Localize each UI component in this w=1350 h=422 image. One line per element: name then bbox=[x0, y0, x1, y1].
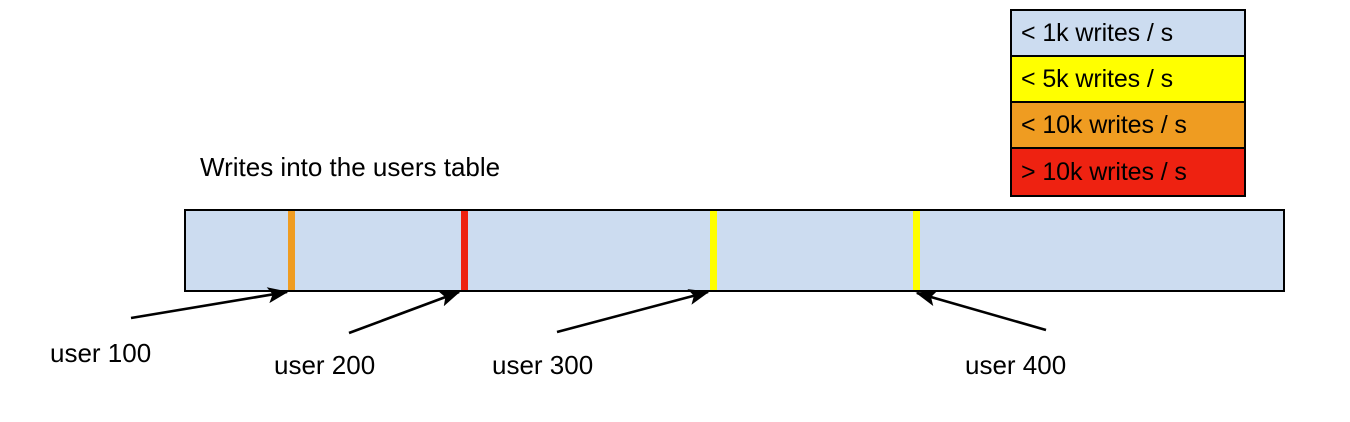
arrow-user-400 bbox=[915, 290, 1047, 332]
legend-label-over-10k: > 10k writes / s bbox=[1021, 157, 1187, 186]
marker-user-100 bbox=[288, 211, 295, 290]
legend-row-over-10k: > 10k writes / s bbox=[1012, 149, 1244, 195]
callout-label-user-300: user 300 bbox=[492, 350, 594, 380]
callout-label-user-100: user 100 bbox=[50, 338, 152, 368]
legend-label-under-10k: < 10k writes / s bbox=[1021, 110, 1187, 139]
marker-user-300 bbox=[710, 211, 717, 290]
callout-label-user-400: user 400 bbox=[965, 350, 1067, 380]
users-table-keyspace-bar bbox=[184, 209, 1285, 292]
callout-label-user-200: user 200 bbox=[274, 350, 376, 380]
marker-user-200 bbox=[461, 211, 468, 290]
marker-user-400 bbox=[913, 211, 920, 290]
arrow-user-300 bbox=[556, 289, 710, 334]
arrow-user-200 bbox=[348, 290, 461, 335]
legend-row-under-1k: < 1k writes / s bbox=[1012, 11, 1244, 57]
legend: < 1k writes / s < 5k writes / s < 10k wr… bbox=[1010, 9, 1246, 197]
legend-row-under-10k: < 10k writes / s bbox=[1012, 103, 1244, 149]
legend-row-under-5k: < 5k writes / s bbox=[1012, 57, 1244, 103]
legend-label-under-5k: < 5k writes / s bbox=[1021, 64, 1174, 93]
legend-label-under-1k: < 1k writes / s bbox=[1021, 18, 1174, 47]
chart-title: Writes into the users table bbox=[200, 152, 501, 182]
arrow-user-100 bbox=[130, 287, 289, 320]
